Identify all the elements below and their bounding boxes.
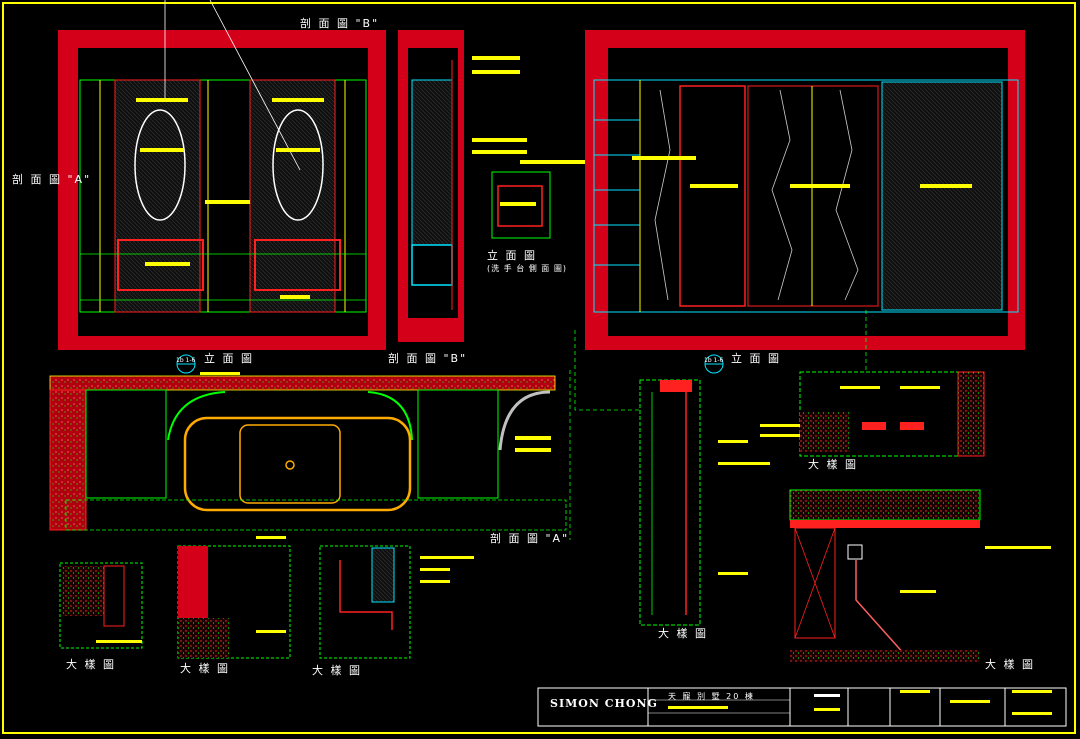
detail-label-3: 大 樣 圖 <box>312 664 362 677</box>
section-b-label-mid: 剖 面 圖 "B" <box>388 352 468 365</box>
title-block <box>537 687 1067 727</box>
detail-label-1: 大 樣 圖 <box>66 658 116 671</box>
section-a-plan-label: 剖 面 圖 "A" <box>490 532 570 545</box>
section-b-side-view <box>398 30 588 342</box>
title-block-designer: SIMON CHONG <box>550 697 658 710</box>
elevation-vanity-view <box>58 0 386 350</box>
detail-label-tall: 大 樣 圖 <box>658 627 708 640</box>
elevation-tag-right-text: 1b 1-6 <box>704 357 724 364</box>
elevation-washbasin-side <box>491 171 551 239</box>
elevation-tag-left-text: 1b 1-6 <box>176 357 196 364</box>
elevation-small-sublabel: (洗 手 台 側 面 圖) <box>487 264 567 273</box>
elevation-left-label: 立 面 圖 <box>204 352 254 365</box>
section-a-label-left: 剖 面 圖 "A" <box>12 173 92 186</box>
section-floor-detail <box>789 489 1051 662</box>
title-block-project: 天 寵 別 墅 20 棟 <box>668 692 755 701</box>
elevation-small-label: 立 面 圖 <box>487 249 537 262</box>
detail-label-counter: 大 樣 圖 <box>808 458 858 471</box>
detail-label-floor: 大 樣 圖 <box>985 658 1035 671</box>
section-counter-detail <box>760 371 985 457</box>
detail-box-2 <box>177 536 291 659</box>
detail-box-1 <box>59 562 143 649</box>
elevation-tag-left <box>176 354 196 374</box>
elevation-tag-right <box>704 354 724 374</box>
detail-label-2: 大 樣 圖 <box>180 662 230 675</box>
elevation-right-label: 立 面 圖 <box>731 352 781 365</box>
section-b-label-top: 剖 面 圖 "B" <box>300 17 380 30</box>
elevation-wardrobe-view <box>585 30 1025 350</box>
detail-box-3 <box>319 545 474 659</box>
plan-vanity-top <box>49 372 567 531</box>
section-tall-detail <box>639 379 770 626</box>
